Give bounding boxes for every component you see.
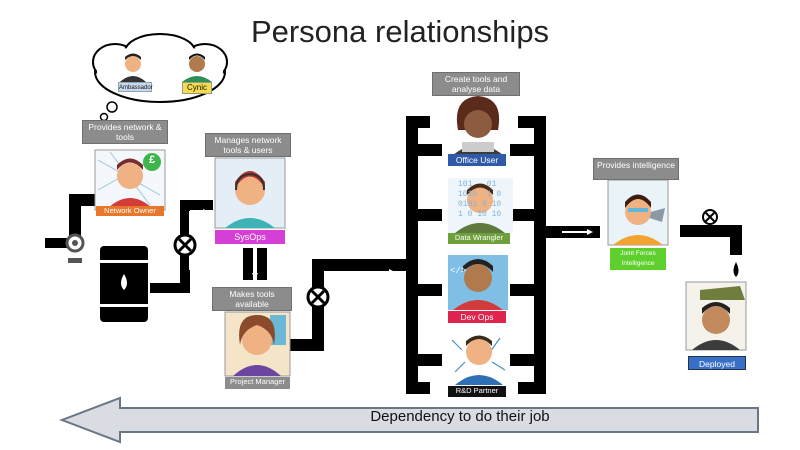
sysops-portrait bbox=[214, 157, 286, 229]
office-user-badge: Office User bbox=[448, 154, 506, 166]
code-icon: </> bbox=[450, 266, 467, 276]
dev-ops-badge: Dev Ops bbox=[448, 311, 506, 323]
ambassador-figure bbox=[120, 53, 146, 82]
cynic-label: Cynic bbox=[182, 82, 212, 94]
wheel-valve-icon bbox=[65, 233, 85, 263]
callout-network-owner: Provides network & tools bbox=[82, 120, 168, 144]
rd-partner-badge: R&D Partner bbox=[448, 386, 506, 397]
network-owner-badge: Network Owner bbox=[96, 206, 164, 216]
callout-intelligence: Provides intelligence bbox=[593, 158, 679, 180]
callout-sysops: Manages network tools & users bbox=[205, 133, 291, 157]
valve-icon-2 bbox=[306, 285, 330, 309]
dependency-arrow bbox=[59, 396, 759, 444]
rd-partner-portrait bbox=[448, 330, 510, 385]
page-title: Persona relationships bbox=[250, 14, 550, 49]
binary-line-4: 1 0 10 10 bbox=[458, 210, 502, 219]
dev-ops-portrait bbox=[448, 255, 508, 310]
data-wrangler-badge: Data Wrangler bbox=[448, 233, 510, 244]
ambassador-label: Ambassador bbox=[118, 82, 153, 92]
deployed-portrait bbox=[685, 281, 747, 351]
project-manager-badge: Project Manager bbox=[225, 377, 290, 389]
pound-icon: £ bbox=[148, 154, 156, 166]
valve-icon-1 bbox=[173, 233, 197, 257]
cynic-figure bbox=[182, 53, 212, 82]
joint-forces-portrait bbox=[607, 179, 669, 246]
tap-icon bbox=[680, 209, 742, 277]
office-user-portrait bbox=[448, 96, 508, 155]
project-manager-portrait bbox=[224, 311, 291, 377]
network-owner-portrait bbox=[94, 149, 166, 211]
deployed-badge: Deployed bbox=[688, 356, 746, 370]
binary-line-1: 101 01 bbox=[458, 180, 497, 189]
data-wrangler-portrait bbox=[448, 178, 513, 233]
joint-forces-badge: Joint Forces Intelligence bbox=[610, 248, 666, 270]
dependency-label: Dependency to do their job bbox=[370, 408, 550, 425]
oil-barrel-icon bbox=[100, 246, 148, 322]
sysops-badge: SysOps bbox=[215, 230, 285, 244]
callout-project-manager: Makes tools available bbox=[212, 287, 292, 311]
binary-line-2: 1010 1 0 bbox=[458, 190, 502, 199]
binary-line-3: 0101 0 10 bbox=[458, 200, 502, 209]
callout-data-team: Create tools and analyse data bbox=[432, 72, 520, 96]
